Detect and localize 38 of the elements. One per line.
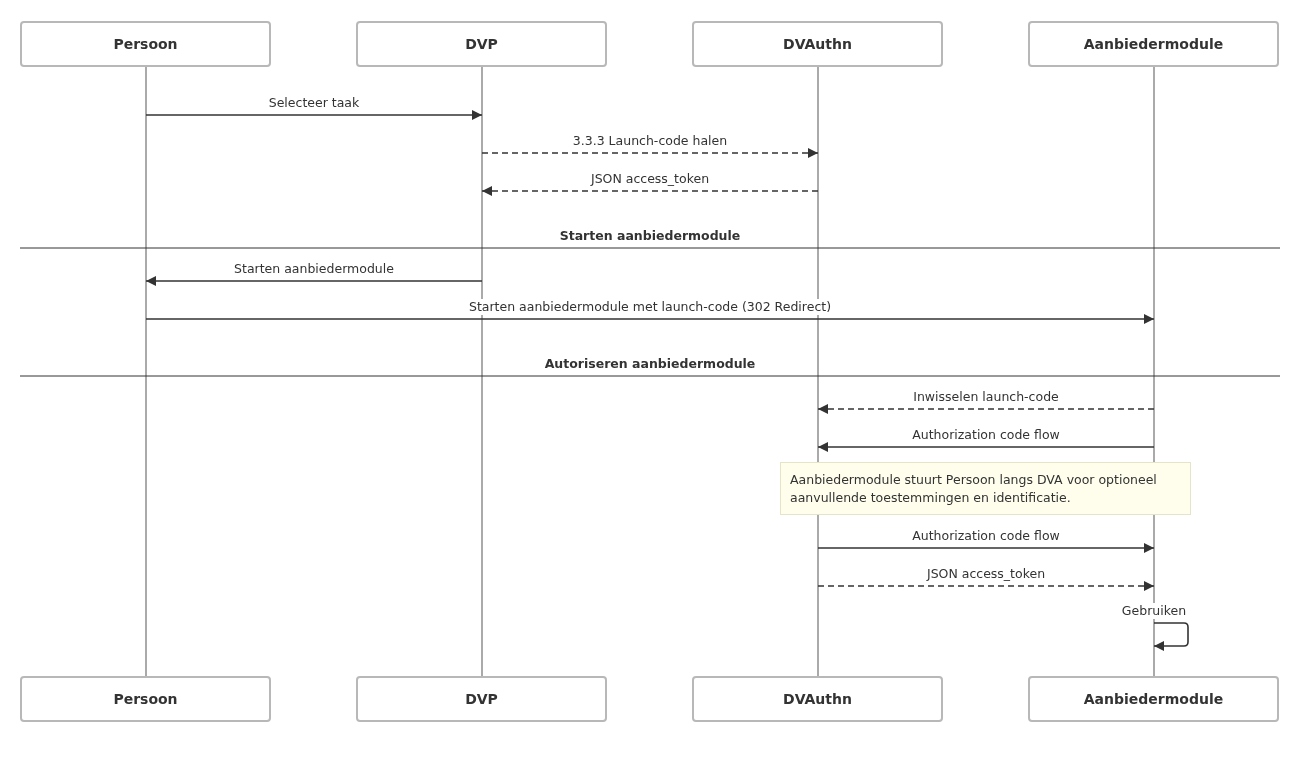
message-arrow (481, 186, 819, 196)
self-arrow (1153, 622, 1189, 651)
lifeline (481, 67, 483, 676)
edge-label: Starten aanbiedermodule met launch-code (302 Redirect) (466, 299, 834, 315)
message-arrow (817, 581, 1155, 591)
note-text: Aanbiedermodule stuurt Persoon langs DVA voor optioneel aanvullende toestemmingen en identificatie. (790, 470, 1158, 507)
participant-name: Persoon (113, 36, 178, 52)
participant-name: Aanbiedermodule (1083, 36, 1224, 52)
participant-name: DVAuthn (783, 691, 852, 707)
message-arrow (145, 314, 1155, 324)
message-arrow (817, 543, 1155, 553)
participant-name: Persoon (113, 691, 178, 707)
message-arrow (145, 110, 483, 120)
participant-box (1028, 21, 1279, 67)
message-arrow (481, 148, 819, 158)
participant-box (692, 21, 943, 67)
participant-box (20, 21, 271, 67)
lifeline (817, 67, 819, 676)
participant-name: DVP (465, 36, 498, 52)
message-arrow (817, 442, 1155, 452)
participant-name: DVP (465, 691, 498, 707)
participant-box (1028, 676, 1279, 722)
participant-box (356, 21, 607, 67)
message-arrow (817, 404, 1155, 414)
participant-name: Aanbiedermodule (1083, 691, 1224, 707)
edge-label: Gebruiken (1119, 603, 1189, 619)
section-title: Starten aanbiedermodule (558, 228, 742, 243)
participant-box (20, 676, 271, 722)
participant-name: DVAuthn (783, 36, 852, 52)
participant-box (356, 676, 607, 722)
message-arrow (145, 276, 483, 286)
note-box (780, 462, 1191, 515)
participant-box (692, 676, 943, 722)
section-title: Autoriseren aanbiedermodule (543, 356, 757, 371)
lifeline (145, 67, 147, 676)
lifeline (1153, 67, 1155, 676)
edge-label: JSON access_token (588, 171, 712, 187)
edge-label: JSON access_token (924, 566, 1048, 582)
